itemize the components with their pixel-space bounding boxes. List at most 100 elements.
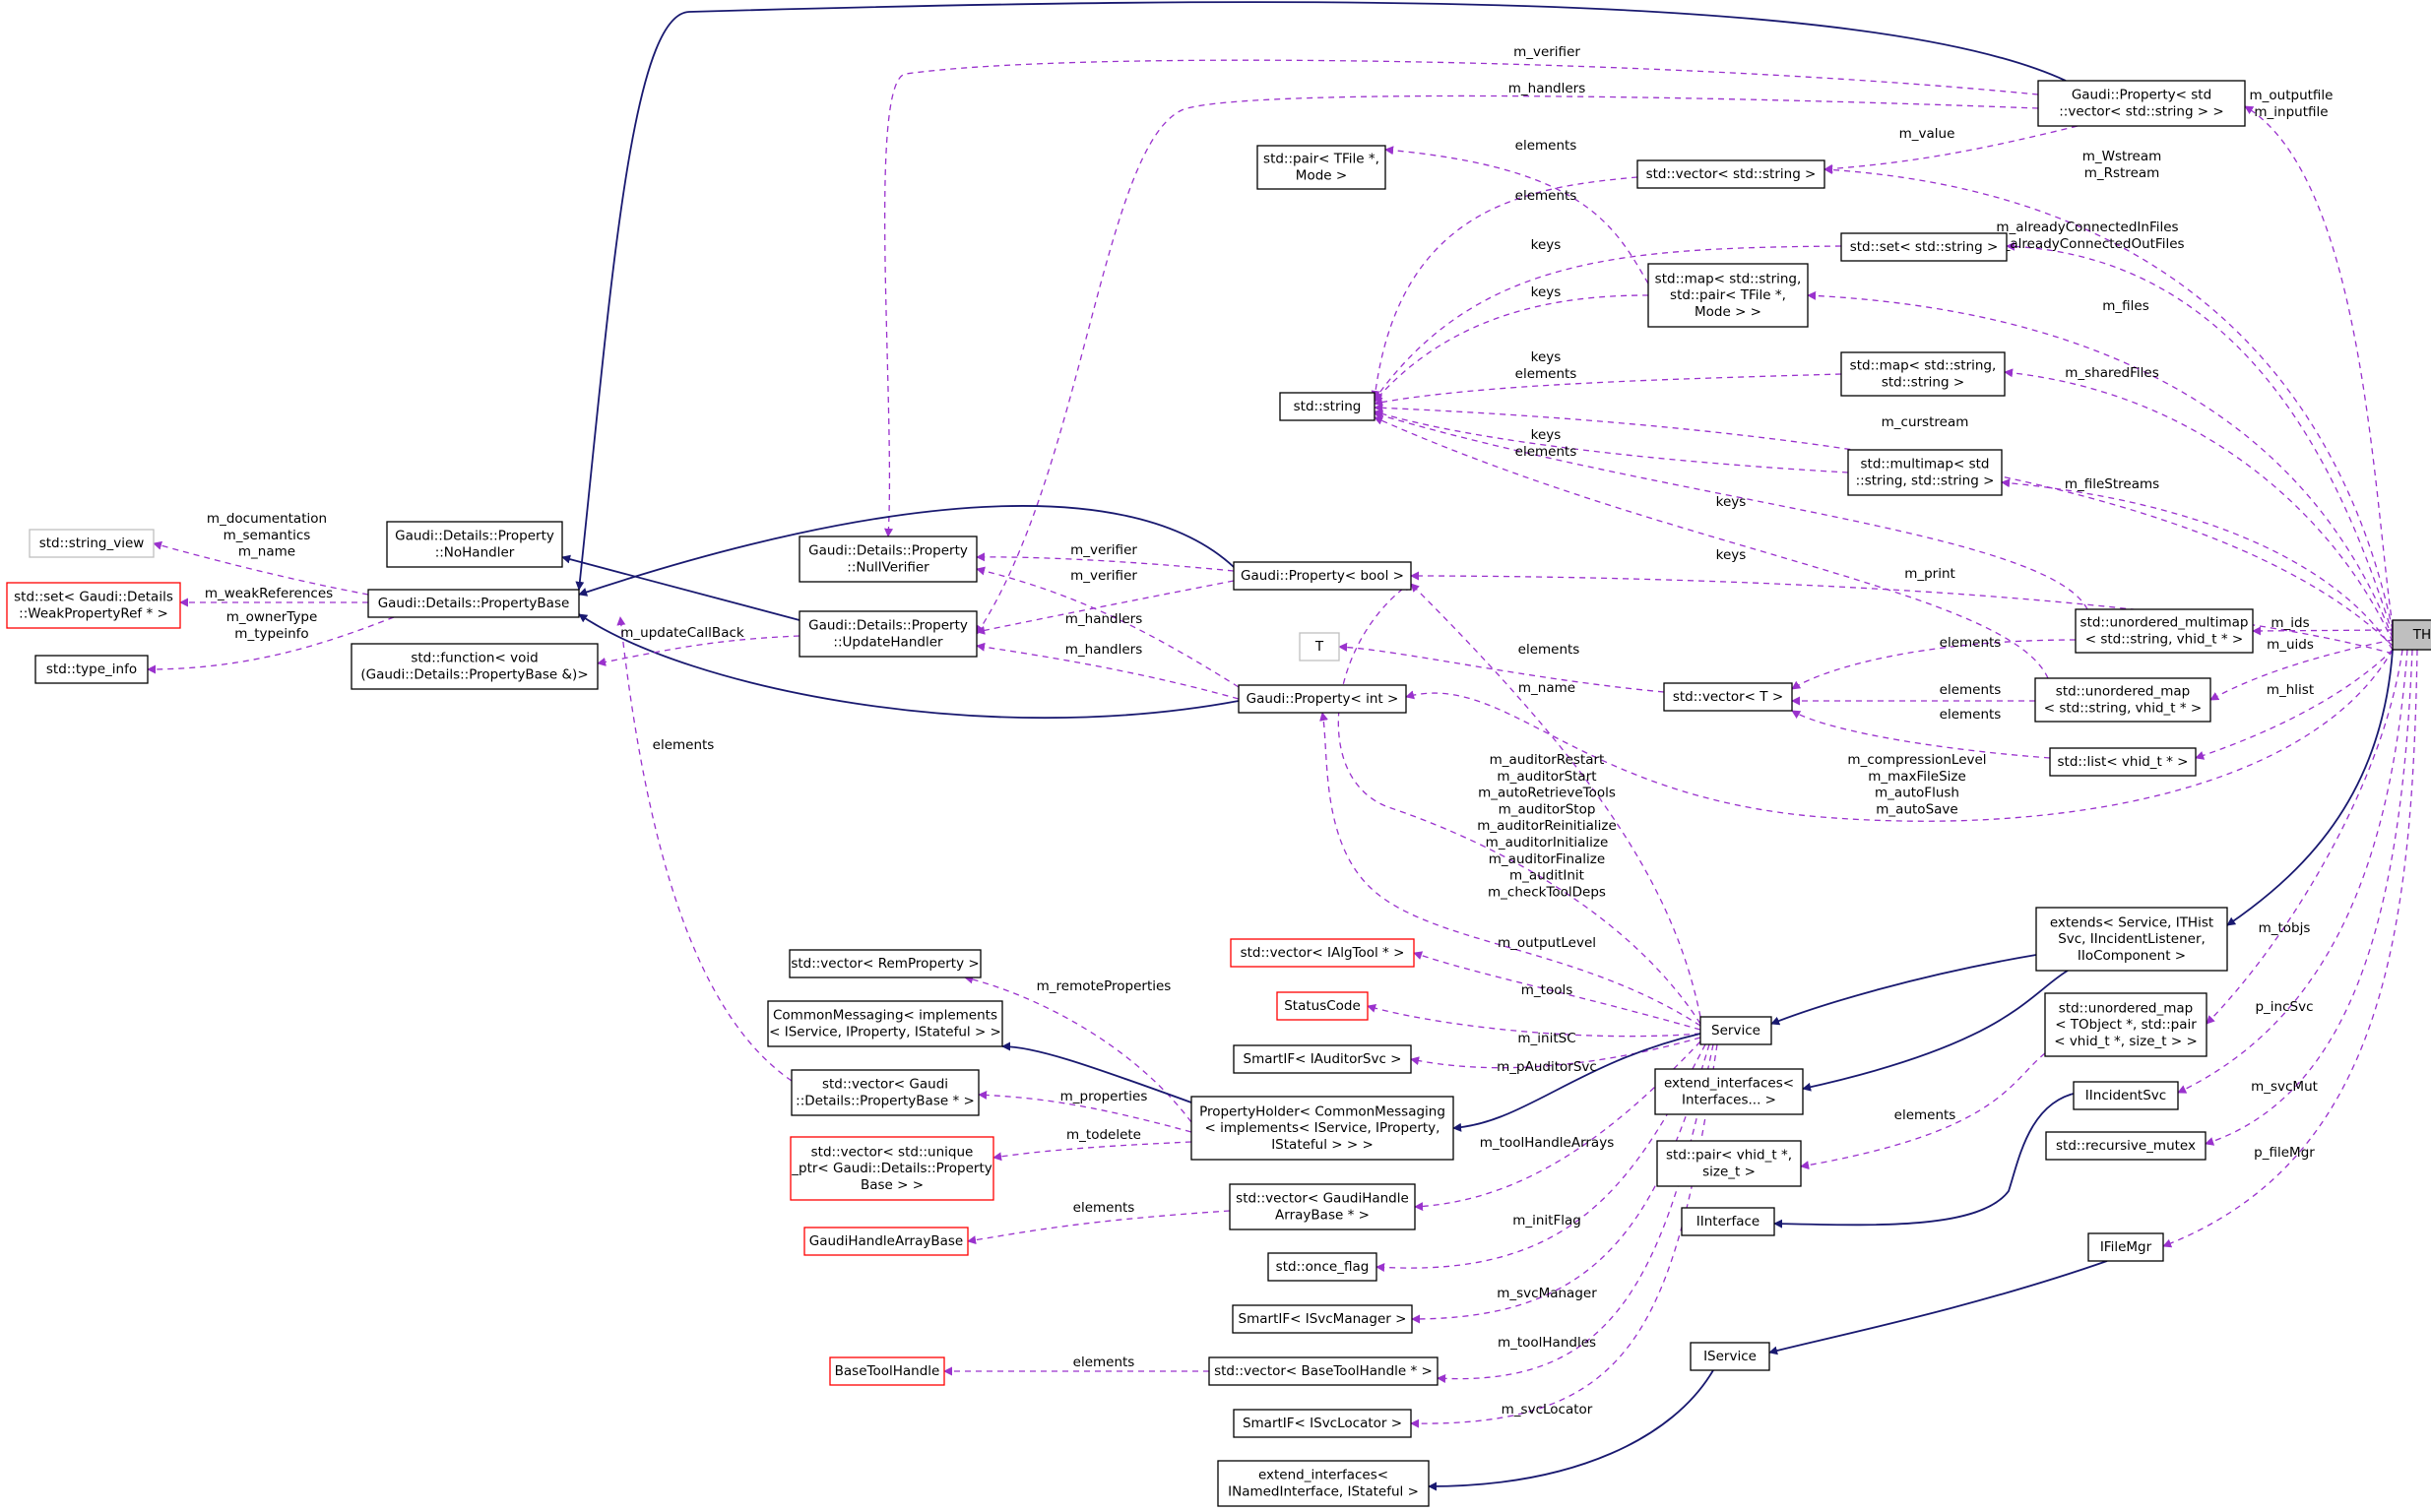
node-label: std::unordered_map< std::string, vhid_t … <box>2044 684 2202 717</box>
edge-propertyholder-commonmessaging <box>1001 1041 1192 1103</box>
node-label: std::string_view <box>39 536 145 551</box>
node-label-line: std::string_view <box>39 536 145 551</box>
node-label: CommonMessaging< implements< IService, I… <box>769 1008 1001 1040</box>
node-label-line: std::unordered_map <box>2059 1000 2193 1016</box>
edge-label-keys-umm: keys <box>1716 494 1747 510</box>
node-unordered-map-tobject[interactable]: std::unordered_map< TObject *, std::pair… <box>2044 992 2207 1057</box>
edge-label-line: m_auditInit <box>1509 868 1584 884</box>
node-label-line: std::vector< IAlgTool * > <box>1241 945 1405 961</box>
node-propertybase[interactable]: Gaudi::Details::PropertyBase <box>367 589 580 618</box>
edge-handlers-int <box>976 642 1240 700</box>
node-vector-string[interactable]: std::vector< std::string > <box>1636 159 1825 189</box>
edge-toolhandles <box>1437 1043 1714 1383</box>
node-smartif-svcmanager[interactable]: SmartIF< ISvcManager > <box>1232 1304 1413 1334</box>
node-box <box>1654 1068 1804 1115</box>
node-once-flag[interactable]: std::once_flag <box>1267 1252 1377 1282</box>
node-propertyholder[interactable]: PropertyHolder< CommonMessaging< impleme… <box>1190 1096 1454 1161</box>
node-label-line: std::vector< T > <box>1673 689 1783 705</box>
node-extend-interfaces-ii[interactable]: extend_interfaces<Interfaces... > <box>1654 1068 1804 1115</box>
edge-label-name: m_name <box>1518 680 1575 696</box>
node-commonmessaging[interactable]: CommonMessaging< implements< IService, I… <box>767 1000 1003 1047</box>
edge-label-verifier-top: m_verifier <box>1513 44 1580 60</box>
node-pair-vhid[interactable]: std::pair< vhid_t *,size_t > <box>1656 1140 1802 1187</box>
node-smartif-svclocator[interactable]: SmartIF< ISvcLocator > <box>1233 1409 1412 1438</box>
node-nohandler[interactable]: Gaudi::Details::Property::NoHandler <box>386 521 563 568</box>
node-set-string[interactable]: std::set< std::string > <box>1840 232 2008 262</box>
node-pair-tfile[interactable]: std::pair< TFile *,Mode > <box>1256 145 1386 190</box>
node-vector-t[interactable]: std::vector< T > <box>1663 682 1793 712</box>
node-vector-basetoolhandle[interactable]: std::vector< BaseToolHandle * > <box>1208 1356 1439 1386</box>
node-iincidentsvc[interactable]: IIncidentSvc <box>2073 1081 2179 1110</box>
edge-label-line: keys <box>1716 547 1747 563</box>
node-basetoolhandle[interactable]: BaseToolHandle <box>829 1356 945 1386</box>
edge-label-toolhandlearrays: m_toolHandleArrays <box>1480 1135 1614 1151</box>
edge-label-line: m_inputfile <box>2254 104 2328 120</box>
edge-label-line: m_ids <box>2271 615 2309 631</box>
edge-label-line: m_uids <box>2267 637 2314 653</box>
node-list-vhid[interactable]: std::list< vhid_t * > <box>2049 747 2197 777</box>
node-function-void[interactable]: std::function< void(Gaudi::Details::Prop… <box>351 643 599 690</box>
node-unordered-map-vhid[interactable]: std::unordered_map< std::string, vhid_t … <box>2034 677 2211 723</box>
edge-label-line: m_value <box>1899 126 1955 142</box>
node-label: std::unordered_multimap< std::string, vh… <box>2080 615 2249 648</box>
node-gaudihandlearraybase[interactable]: GaudiHandleArrayBase <box>803 1227 969 1256</box>
edge-elements-umm <box>1791 639 2077 690</box>
node-vector-remproperty[interactable]: std::vector< RemProperty > <box>789 949 982 978</box>
edge-thist-extends <box>2226 649 2394 926</box>
node-vector-unique-ptr[interactable]: std::vector< std::unique_ptr< Gaudi::Det… <box>790 1136 994 1201</box>
node-vector-propertybase[interactable]: std::vector< Gaudi::Details::PropertyBas… <box>791 1069 980 1116</box>
node-t-param[interactable]: T <box>1299 632 1340 662</box>
edge-label-tools: m_tools <box>1521 982 1573 998</box>
edge-label-line: m_sharedFiles <box>2065 365 2159 381</box>
node-box <box>1840 351 2006 397</box>
node-label-line: std::once_flag <box>1276 1259 1370 1275</box>
edge-outputfile <box>2244 105 2394 627</box>
node-ifilemgr[interactable]: IFileMgr <box>2087 1232 2164 1262</box>
node-label-line: std::pair< TFile *, <box>1263 152 1379 167</box>
node-prop-int[interactable]: Gaudi::Property< int > <box>1238 684 1407 714</box>
node-nullverifier[interactable]: Gaudi::Details::Property::NullVerifier <box>799 536 978 583</box>
edge-sharedfiles <box>2004 368 2394 643</box>
edge-label-elements-um: elements <box>1940 682 2002 698</box>
edge-label-line: m_outputLevel <box>1498 935 1596 951</box>
edge-label-line: elements <box>1515 188 1577 204</box>
node-smartif-auditor[interactable]: SmartIF< IAuditorSvc > <box>1233 1044 1412 1074</box>
edge-documentation <box>153 540 369 596</box>
node-service[interactable]: Service <box>1699 1016 1772 1045</box>
node-box <box>2044 992 2207 1057</box>
node-statuscode[interactable]: StatusCode <box>1276 991 1369 1021</box>
node-prop-vec-string[interactable]: Gaudi::Property< std::vector< std::strin… <box>2037 80 2246 127</box>
node-map-string-pair[interactable]: std::map< std::string,std::pair< TFile *… <box>1647 263 1809 328</box>
edge-label-line: elements <box>1073 1354 1135 1370</box>
node-recursive-mutex[interactable]: std::recursive_mutex <box>2045 1131 2207 1161</box>
node-std-string[interactable]: std::string <box>1279 392 1375 421</box>
edge-keys-set <box>1374 245 1842 401</box>
node-box <box>1647 263 1809 328</box>
node-string-view[interactable]: std::string_view <box>29 529 155 558</box>
edge-label-line: m_handlers <box>1065 642 1143 658</box>
node-set-weakref[interactable]: std::set< Gaudi::Details::WeakPropertyRe… <box>6 582 181 629</box>
node-type-info[interactable]: std::type_info <box>34 655 149 684</box>
node-multimap-string[interactable]: std::multimap< std::string, std::string … <box>1847 449 2003 496</box>
node-iservice[interactable]: IService <box>1690 1342 1770 1371</box>
node-box <box>1847 449 2003 496</box>
node-unordered-multimap[interactable]: std::unordered_multimap< std::string, vh… <box>2075 608 2254 654</box>
node-map-string-string[interactable]: std::map< std::string,std::string > <box>1840 351 2006 397</box>
node-vector-ialgtool[interactable]: std::vector< IAlgTool * > <box>1230 938 1415 968</box>
node-label-line: Mode > <box>1296 168 1347 184</box>
node-label-line: ::string, std::string > <box>1856 473 1995 489</box>
node-prop-bool[interactable]: Gaudi::Property< bool > <box>1233 561 1412 591</box>
edge-label-line: m_print <box>1904 566 1955 582</box>
edge-label-line: m_ownerType <box>226 609 318 625</box>
edge-svcmut <box>2205 649 2413 1146</box>
node-label-line: IIncidentSvc <box>2085 1088 2166 1103</box>
node-iinterface[interactable]: IInterface <box>1681 1207 1775 1236</box>
edge-updatecallback <box>597 635 800 666</box>
node-updatehandler[interactable]: Gaudi::Details::Property::UpdateHandler <box>799 610 978 658</box>
node-extend-interfaces-named[interactable]: extend_interfaces<INamedInterface, IStat… <box>1217 1460 1430 1507</box>
